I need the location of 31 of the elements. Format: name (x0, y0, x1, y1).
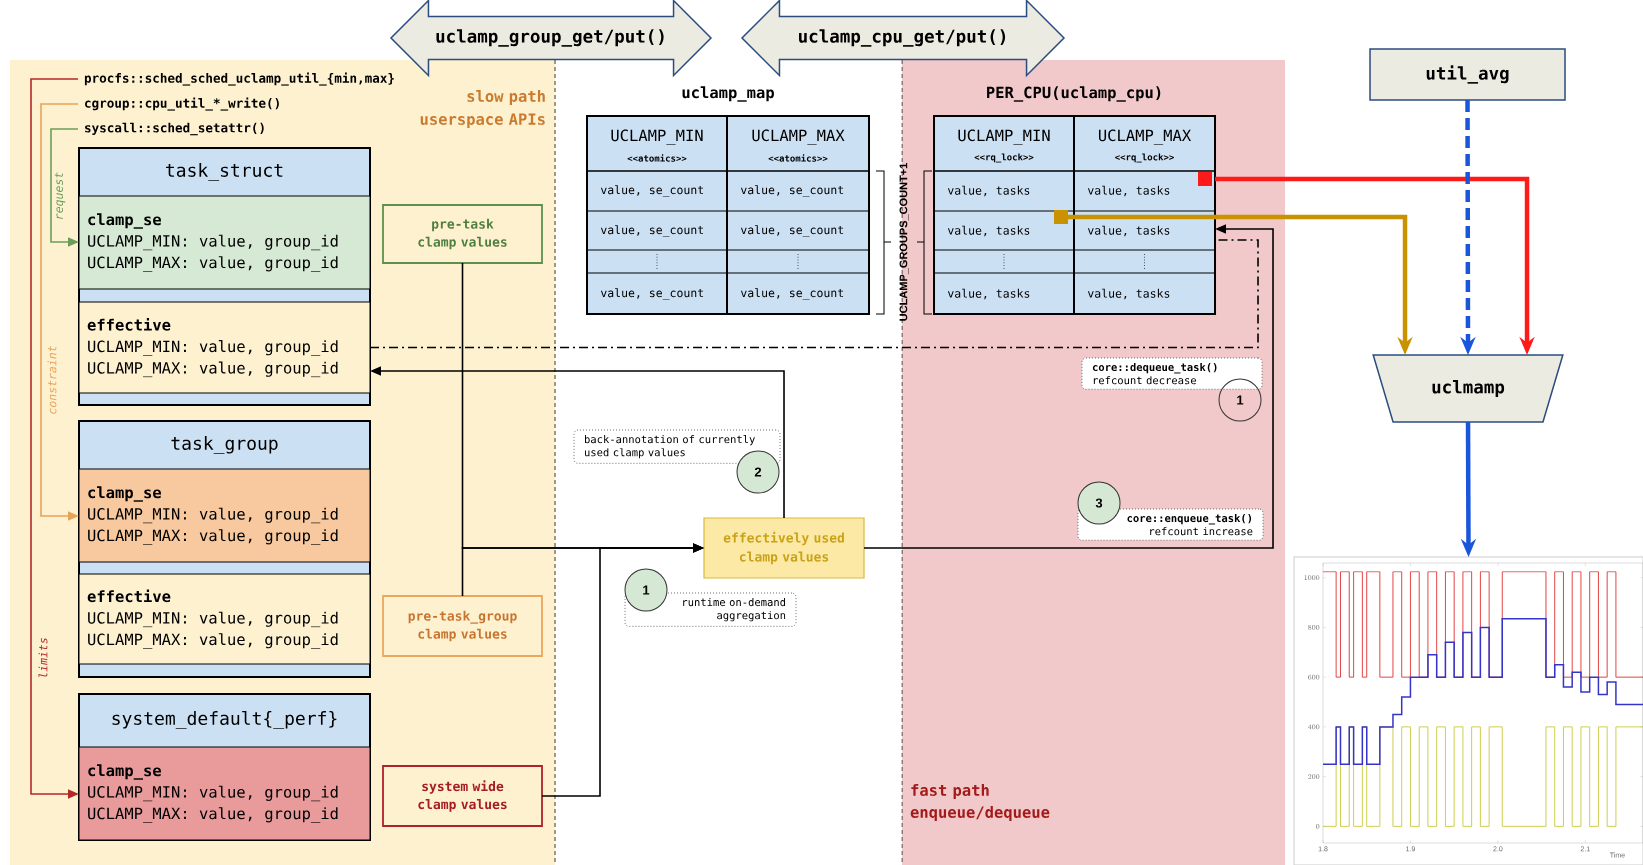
edge-label: constraint (47, 346, 57, 414)
node-label: uclamp_map (682, 86, 774, 102)
value-box: pre-task_group clamp values (382, 595, 543, 657)
field-section: clamp_se UCLAMP_MIN: value, group_id UCLAMP_MAX: value, group_id (78, 468, 371, 563)
api-call-text: syscall::sched_setattr() (85, 122, 264, 136)
arrow (30, 78, 79, 799)
field-section: clamp_se UCLAMP_MIN: value, group_id UCLAMP_MAX: value, group_id (78, 195, 371, 290)
arrow (50, 128, 79, 247)
table: uclamp_map UCLAMP_MIN <<atomics>> UCLAMP_MAX <<atomics>> value, se_count value, se_count value, se_count value, se_count value, se_count value, se_count (586, 86, 870, 315)
field-section: clamp_se UCLAMP_MIN: value, group_id UCLAMP_MAX: value, group_id (78, 746, 371, 841)
region-label: slow path userspace APIs (420, 90, 545, 128)
note-box: core::enqueue_task() refcount increase (1077, 508, 1264, 541)
field-section: effective UCLAMP_MIN: value, group_id UCLAMP_MAX: value, group_id (78, 573, 371, 665)
arrow (40, 103, 79, 521)
node-label: PER_CPU(uclamp_cpu) (987, 86, 1161, 102)
region-label: fast path enqueue/dequeue (910, 784, 1050, 821)
table: PER_CPU(uclamp_cpu) UCLAMP_MIN <<rq_lock>> UCLAMP_MAX <<rq_lock>> value, tasks value, tasks value, tasks value, tasks value, tasks value, tasks (933, 86, 1216, 315)
value-box: system wide clamp values (382, 765, 543, 827)
value-box: pre-task clamp values (382, 204, 543, 264)
edge-label: limits (38, 638, 48, 678)
brace-label: UCLAMP_GROUPS_COUNT+1 (899, 163, 909, 321)
value-box: effectively used clamp values (703, 517, 865, 579)
edge-label: request (54, 172, 66, 219)
api-call-text: cgroup::cpu_util_*_write() (85, 97, 279, 111)
note-box: core::dequeue_task() refcount decrease (1081, 357, 1263, 390)
trapezoid-block: uclmamp (1372, 354, 1564, 423)
signal-box: util_avg (1369, 48, 1566, 101)
note-box: back-annotation of currently used clamp values (573, 429, 781, 464)
connector-line (369, 239, 1259, 349)
field-section: effective UCLAMP_MIN: value, group_id UCLAMP_MAX: value, group_id (78, 301, 371, 394)
arrow (863, 224, 1274, 549)
